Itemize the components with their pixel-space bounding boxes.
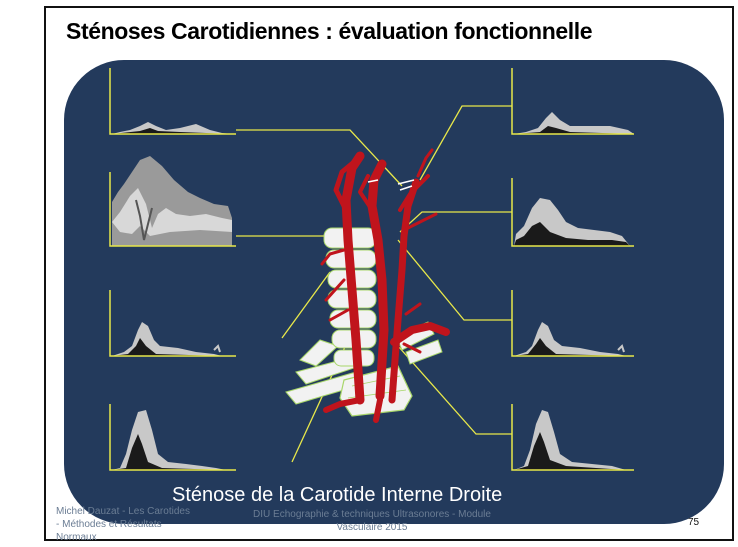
footer-course: DIU Echographie & techniques Ultrasonore… [253,509,491,533]
slide-caption: Sténose de la Carotide Interne Droite [172,484,503,506]
waveform-right-4 [511,404,634,471]
neck-anatomy [285,148,450,423]
slide-title: Sténoses Carotidiennes : évaluation fonc… [66,18,593,44]
waveform-right-2 [511,178,634,247]
footer-author: Michel Dauzat - Les Carotides - Méthodes… [56,506,190,543]
waveform-left-4 [109,404,236,471]
waveform-right-3 [511,290,634,357]
waveform-left-2 [109,156,236,247]
waveform-left-3 [109,290,236,357]
illustration-panel [64,60,724,524]
waveform-left-1 [109,68,236,135]
waveform-right-1 [511,68,634,135]
page-number: 75 [688,517,700,528]
